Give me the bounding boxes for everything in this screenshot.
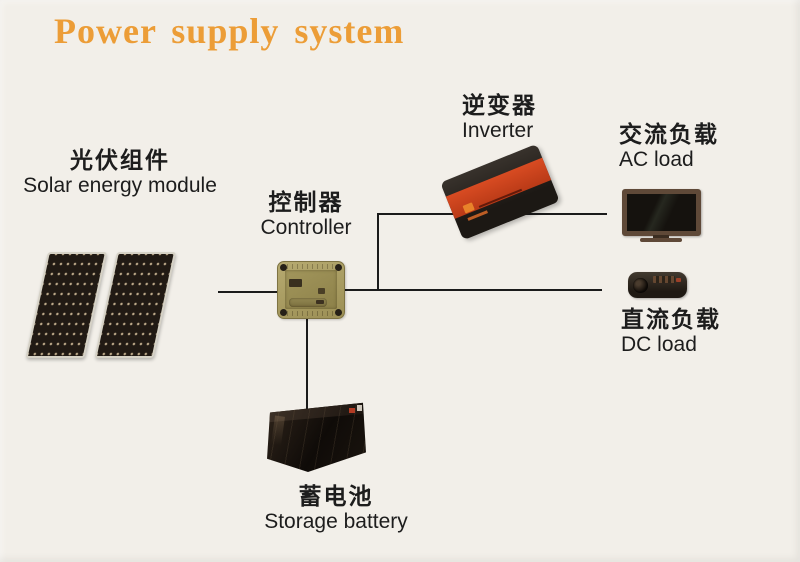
wire-controller-to-battery (306, 317, 308, 409)
label-dc-load: 直流负载 DC load (621, 306, 751, 357)
controller-component (318, 288, 325, 294)
label-inverter: 逆变器 Inverter (462, 92, 592, 143)
controller-icon (277, 261, 345, 319)
page-title: Power supply system (54, 11, 405, 51)
label-controller-zh: 控制器 (268, 189, 344, 215)
inverter-icon (440, 143, 560, 241)
dc-load-speaker (633, 278, 648, 293)
label-solar-en: Solar energy module (23, 174, 217, 197)
battery-icon (267, 402, 366, 472)
controller-terminal (316, 300, 324, 304)
label-ac-load-en: AC load (619, 148, 694, 171)
screw-icon (335, 264, 342, 271)
dc-load-controls (653, 276, 675, 283)
dc-load-icon (628, 272, 687, 298)
wire-controller-to-dc-load (343, 289, 602, 291)
label-ac-load: 交流负载 AC load (619, 121, 749, 172)
label-ac-load-zh: 交流负载 (619, 121, 719, 147)
label-battery-zh: 蓄电池 (298, 483, 374, 509)
dc-load-indicator (676, 278, 681, 282)
label-controller: 控制器 Controller (243, 189, 369, 240)
battery-terminal (349, 407, 355, 413)
label-dc-load-zh: 直流负载 (621, 306, 721, 332)
wire-solar-to-controller (218, 291, 277, 293)
ac-load-icon (622, 189, 701, 243)
wire-branch-up (377, 213, 379, 291)
label-solar-zh: 光伏组件 (70, 147, 170, 173)
label-controller-en: Controller (260, 216, 352, 239)
tv-stand-base (640, 238, 682, 242)
battery-highlight (271, 415, 285, 446)
label-dc-load-en: DC load (621, 333, 697, 356)
tv-screen (622, 189, 701, 236)
controller-terminal-strip (289, 298, 327, 307)
label-battery: 蓄电池 Storage battery (240, 483, 432, 534)
label-solar: 光伏组件 Solar energy module (5, 147, 235, 198)
battery-top-face (268, 402, 364, 422)
label-battery-en: Storage battery (264, 510, 408, 533)
solar-panel-icon (94, 252, 176, 358)
label-inverter-zh: 逆变器 (462, 92, 537, 118)
solar-panel-icon (25, 252, 108, 358)
label-inverter-en: Inverter (462, 119, 534, 142)
screw-icon (280, 309, 287, 316)
screw-icon (280, 264, 287, 271)
inverter-red-band (445, 157, 552, 219)
tv-stand-neck (653, 235, 669, 239)
screw-icon (335, 309, 342, 316)
battery-terminal (357, 404, 362, 411)
controller-label-plate (289, 279, 302, 287)
